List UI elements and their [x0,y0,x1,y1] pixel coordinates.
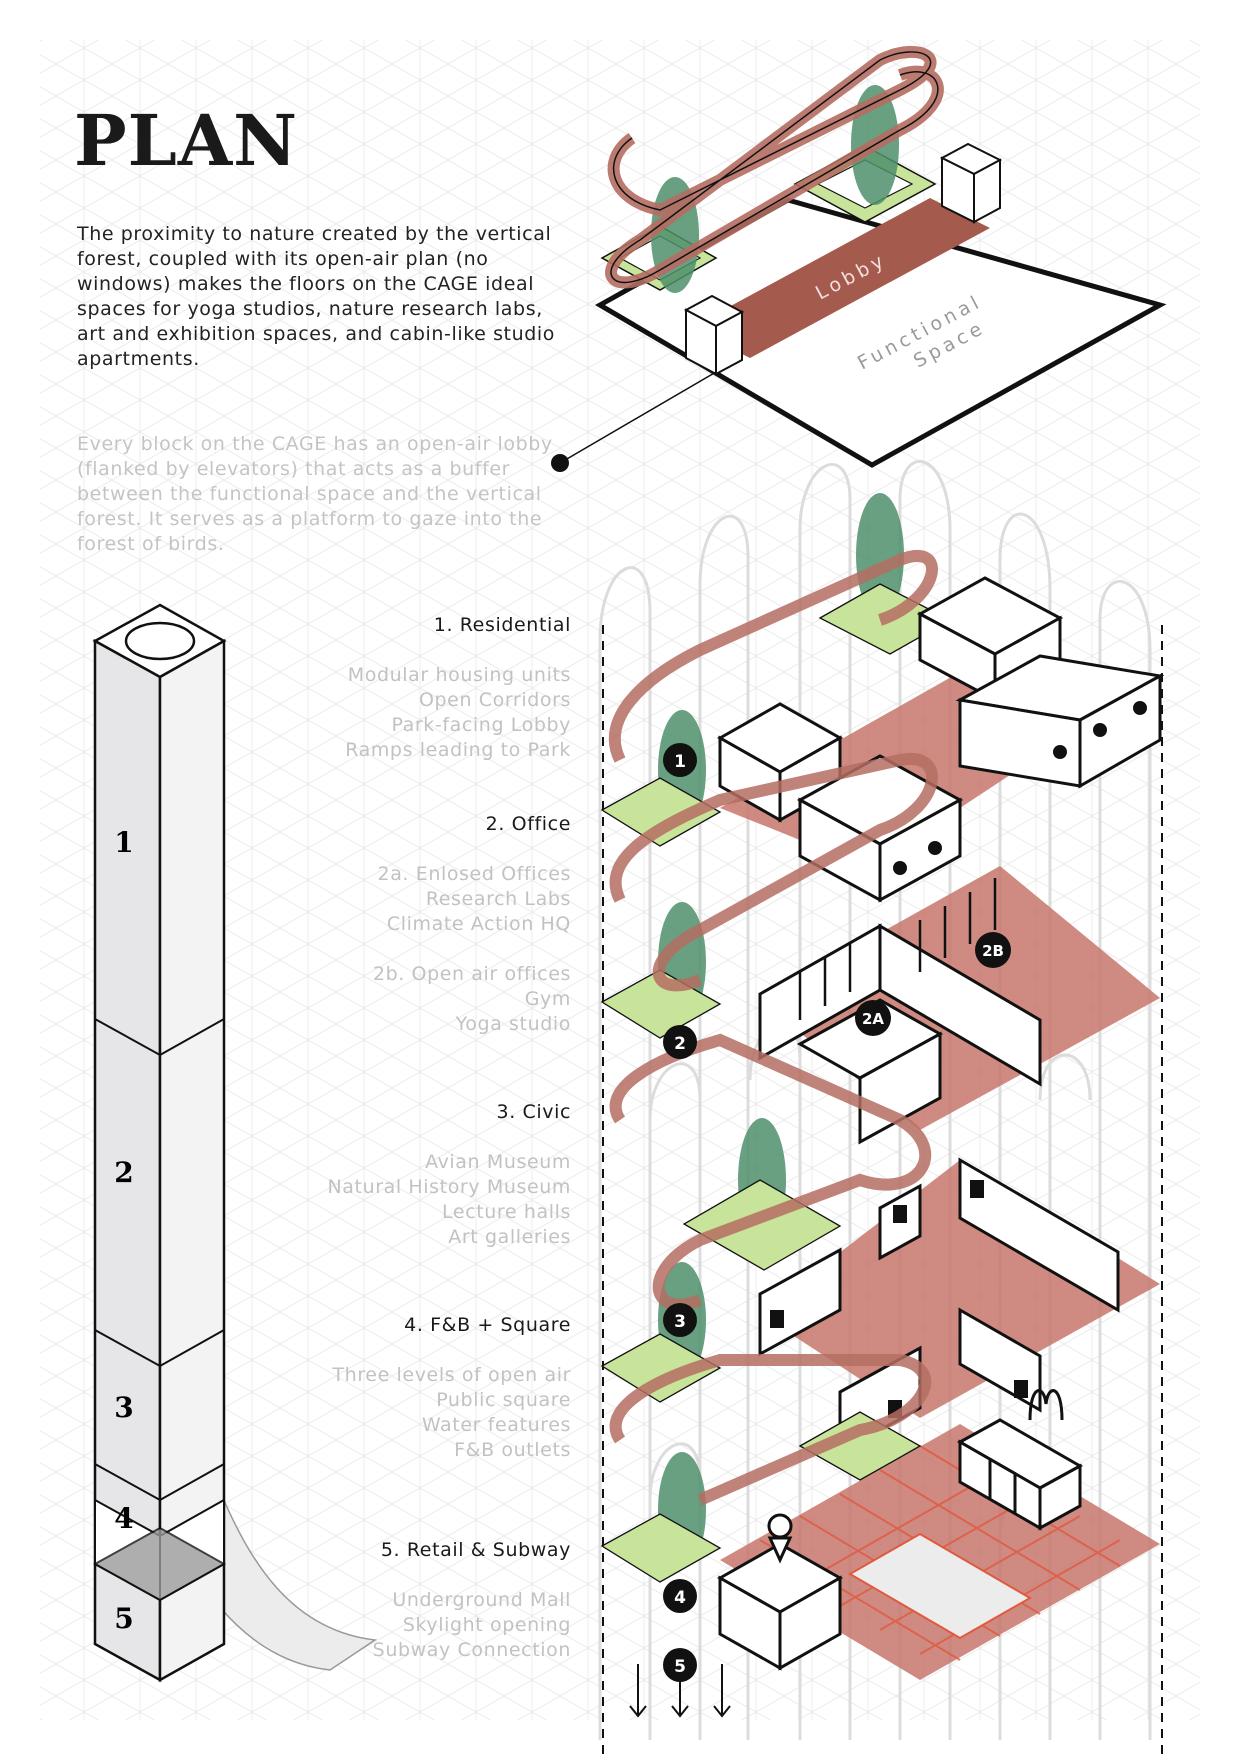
marker-2a [855,1000,891,1036]
level-item: 2b. Open air offices [372,963,571,985]
svg-text:5: 5 [674,1657,686,1677]
svg-text:4: 4 [674,1588,686,1608]
tower-num-1: 1 [114,826,133,859]
level-2-description: 2. Office 2a. Enlosed Offices Research L… [251,811,571,1037]
level-heading: 1. Residential [433,614,571,636]
level-heading: 2. Office [485,813,571,835]
plan-elevator-right [939,142,1003,224]
level-item: Modular housing units [347,664,571,686]
level-item: Gym [524,988,571,1010]
level-item: Underground Mall [392,1589,571,1611]
tower-num-5: 5 [114,1602,133,1635]
level-markers: 1 2 3 4 5 2A 2B [663,743,1011,1682]
level-item: Lecture halls [442,1201,571,1223]
level-2-office [600,752,1160,1145]
page-title: PLAN [74,99,299,182]
plan-elevator-left [683,294,745,376]
marker-4 [663,1579,697,1613]
lobby-strip [690,198,990,358]
gallery-walls [758,1157,1120,1455]
plan-leader [551,371,717,472]
marker-1 [663,743,697,777]
level-item: Climate Action HQ [386,913,571,935]
level-3-description: 3. Civic Avian Museum Natural History Mu… [251,1099,571,1250]
skylight-opening [847,1532,1033,1640]
marker-5 [663,1648,697,1682]
level-item: Research Labs [425,888,571,910]
tower-num-4: 4 [114,1502,133,1535]
fb-outlets [956,1418,1084,1531]
lobby-note: Every block on the CAGE has an open-air … [77,433,553,555]
level-item: Subway Connection [372,1639,571,1661]
level-1-residential [600,493,1165,903]
level-item: Public square [436,1389,571,1411]
level-heading: 5. Retail & Subway [380,1539,571,1561]
level-item: Ramps leading to Park [345,739,571,761]
level-5-description: 5. Retail & Subway Underground Mall Skyl… [251,1537,571,1663]
level-1-description: 1. Residential Modular housing units Ope… [251,612,571,763]
svg-text:2: 2 [674,1034,686,1054]
marker-2 [663,1025,697,1059]
svg-text:2A: 2A [862,1010,884,1028]
retail-kiosk [716,1542,844,1671]
level-item: Natural History Museum [327,1176,571,1198]
tree [856,493,904,617]
level-item: F&B outlets [454,1439,571,1461]
level-item: Avian Museum [425,1151,571,1173]
svg-text:1: 1 [674,752,686,772]
level-item: Skylight opening [402,1614,571,1636]
level-item: Art galleries [448,1226,571,1248]
level-heading: 4. F&B + Square [404,1314,571,1336]
level-item: Open Corridors [418,689,571,711]
marker-3 [663,1303,697,1337]
level-item: Three levels of open air [332,1364,571,1386]
marker-2b [975,932,1011,968]
level-item: Water features [421,1414,571,1436]
level-4-square [600,1354,1160,1718]
tower-num-3: 3 [114,1391,133,1424]
housing-modules [716,576,1165,903]
tower-num-2: 2 [114,1156,133,1189]
arch-logo-icon [1028,1389,1064,1421]
tower-elevation: 1 2 3 4 5 [92,603,378,1683]
level-item: Park-facing Lobby [391,714,571,736]
intro-paragraph: The proximity to nature created by the v… [77,223,556,370]
svg-text:3: 3 [674,1312,686,1332]
level-4-description: 4. F&B + Square Three levels of open air… [251,1312,571,1463]
level-item: Yoga studio [455,1013,571,1035]
level-heading: 3. Civic [496,1101,571,1123]
svg-text:2B: 2B [982,942,1004,960]
level-3-civic [600,1033,1160,1455]
office-fins [798,878,997,1020]
level-item: 2a. Enlosed Offices [377,863,571,885]
typical-block-plan: Lobby Functional Space [594,46,1167,468]
